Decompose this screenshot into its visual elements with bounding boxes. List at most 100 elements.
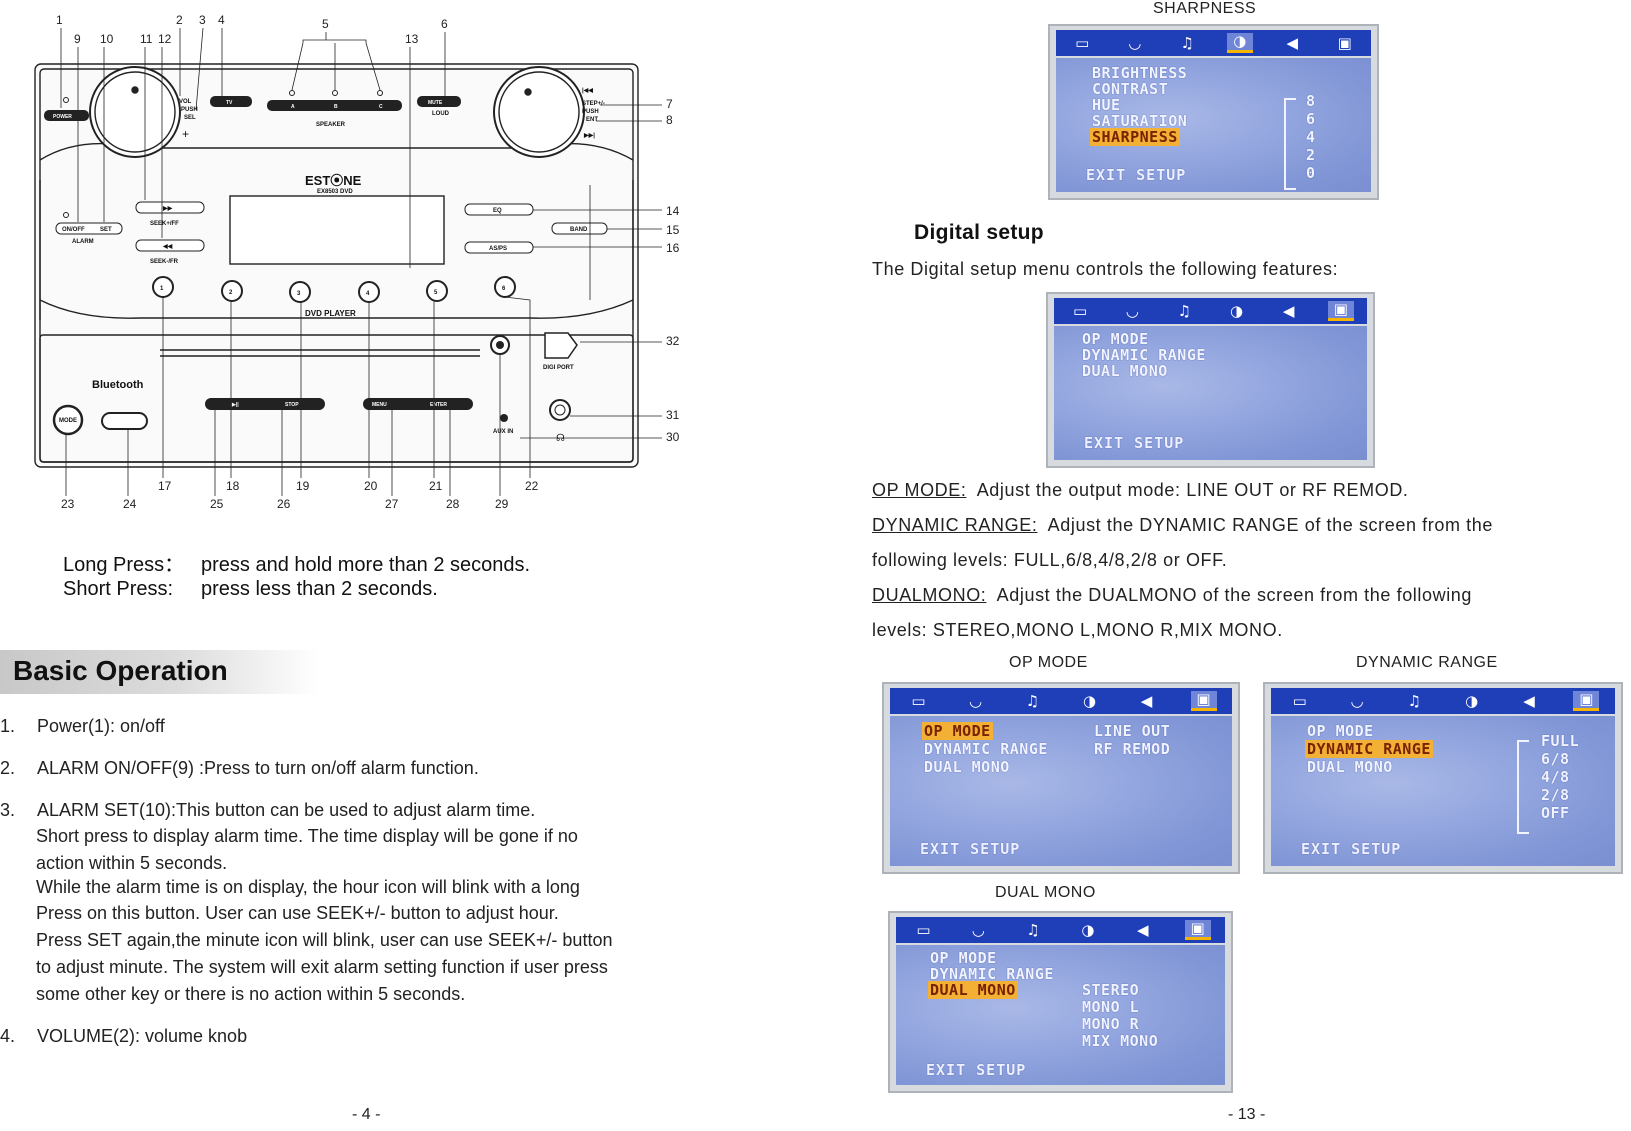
item-number: 3. <box>0 800 16 820</box>
osd-level-4: 4 <box>1306 128 1316 146</box>
item-text: Power(1): on/off <box>37 716 165 736</box>
osd-option-stereo: STEREO <box>1082 981 1140 999</box>
dynamic-range-desc: Adjust the DYNAMIC RANGE of the screen f… <box>1047 515 1493 535</box>
osd-item-hue: HUE <box>1092 96 1121 114</box>
sel-label: SEL <box>184 115 196 121</box>
callout-4: 4 <box>218 13 225 27</box>
play-pause-glyph: ▶|| <box>231 402 239 408</box>
osd-item-dynamic-range: DYNAMIC RANGE <box>924 740 1048 758</box>
digital-setup-heading: Digital setup <box>914 221 1044 244</box>
alarm-label: ALARM <box>72 239 94 245</box>
osd-tab-bar: ▭ ◡ ♫ ◑ ◀ ▣ <box>1054 298 1367 324</box>
alarm-onoff-label: ON/OFF <box>62 227 85 233</box>
contrast-icon: ◑ <box>1226 33 1253 53</box>
callout-14: 14 <box>666 204 680 218</box>
callout-19: 19 <box>296 479 310 493</box>
osd-body: OP MODE DYNAMIC RANGE DUAL MONO FULL 6/8… <box>1271 716 1615 866</box>
page-number-right: - 13 - <box>1228 1106 1266 1123</box>
speaker-icon: ◡ <box>971 920 985 939</box>
item-number: 1. <box>0 716 16 736</box>
monitor-icon: ▭ <box>1072 301 1088 320</box>
music-note-icon: ♫ <box>1180 33 1194 52</box>
item3-line-4: Press on this button. User can use SEEK+… <box>36 903 559 923</box>
callout-6: 6 <box>441 17 448 31</box>
osd-item-sharpness: SHARPNESS <box>1090 128 1180 146</box>
band-label: BAND <box>570 227 588 233</box>
enter-label: ENTER <box>430 402 447 408</box>
osd-tab-bar: ▭ ◡ ♫ ◑ ◀ ▣ <box>1056 30 1371 56</box>
speaker-icon: ◡ <box>1125 301 1139 320</box>
osd-item-op-mode: OP MODE <box>922 722 993 740</box>
alarm-set-label: SET <box>100 227 112 233</box>
osd-item-dual-mono: DUAL MONO <box>1082 362 1168 380</box>
item3-line-1: Short press to display alarm time. The t… <box>36 826 578 846</box>
callout-32: 32 <box>666 334 680 348</box>
headphone-icon: ☊ <box>556 433 565 444</box>
music-note-icon: ♫ <box>1026 920 1040 939</box>
dual-mono-description: DUALMONO: Adjust the DUALMONO of the scr… <box>872 585 1472 606</box>
preset-buttons: 1 2 3 4 5 6 DVD PLAYER <box>152 276 516 318</box>
callouts-right: 7 8 14 15 16 32 31 30 <box>666 97 680 444</box>
item3-line-5: Press SET again,the minute icon will bli… <box>36 930 613 950</box>
section-banner <box>0 650 320 694</box>
callout-8: 8 <box>666 113 673 127</box>
operation-item-3: 3.ALARM SET(10):This button can be used … <box>0 800 535 821</box>
item3-line-7: some other key or there is no action wit… <box>36 984 466 1004</box>
volume-icon: ◀ <box>1136 920 1149 939</box>
callout-29: 29 <box>495 497 509 511</box>
osd-option-line-out: LINE OUT <box>1094 722 1171 740</box>
osd-tab-bar: ▭ ◡ ♫ ◑ ◀ ▣ <box>890 688 1232 714</box>
callout-17: 17 <box>158 479 172 493</box>
callout-12: 12 <box>158 32 172 46</box>
osd-exit-setup: EXIT SETUP <box>926 1061 1027 1079</box>
bluetooth-label: Bluetooth <box>92 379 144 391</box>
svg-text:4: 4 <box>366 291 370 297</box>
osd-option-full: FULL <box>1541 732 1580 750</box>
callout-20: 20 <box>364 479 378 493</box>
music-note-icon: ♫ <box>1025 691 1040 710</box>
osd-body: OP MODE DYNAMIC RANGE DUAL MONO LINE OUT… <box>890 716 1232 866</box>
caption-dual-mono: DUAL MONO <box>995 884 1096 901</box>
ff-glyph: ▶▶ <box>162 205 173 212</box>
item-number: 2. <box>0 758 16 778</box>
osd-level-6: 6 <box>1306 110 1316 128</box>
mode-label: MODE <box>59 418 77 424</box>
item3-line-6: to adjust minute. The system will exit a… <box>36 957 608 977</box>
power-label: POWER <box>53 114 72 120</box>
item-number: 4. <box>0 1026 16 1046</box>
callout-31: 31 <box>666 408 680 422</box>
menu-label: MENU <box>372 402 387 408</box>
callout-2: 2 <box>176 13 183 27</box>
ent-label: ENT <box>586 117 598 123</box>
osd-sharpness: ▭ ◡ ♫ ◑ ◀ ▣ BRIGHTNESS CONTRAST HUE SATU… <box>1048 24 1379 200</box>
osd-option-mono-l: MONO L <box>1082 998 1140 1016</box>
model-label: EX8503 DVD <box>317 189 353 195</box>
svg-text:6: 6 <box>502 286 506 292</box>
osd-item-dynamic-range: DYNAMIC RANGE <box>1305 740 1433 758</box>
osd-item-op-mode: OP MODE <box>930 949 997 967</box>
callout-24: 24 <box>123 497 137 511</box>
speaker-c-label: C <box>379 104 383 110</box>
mute-label: MUTE <box>428 100 443 106</box>
digital-icon: ▣ <box>1327 301 1354 321</box>
osd-body: OP MODE DYNAMIC RANGE DUAL MONO STEREO M… <box>896 945 1225 1085</box>
osd-level-bracket <box>1517 740 1529 834</box>
osd-dynamic-range: ▭ ◡ ♫ ◑ ◀ ▣ OP MODE DYNAMIC RANGE DUAL M… <box>1263 682 1623 874</box>
asps-label: AS/PS <box>489 246 507 252</box>
callout-22: 22 <box>525 479 539 493</box>
item-text: ALARM ON/OFF(9) :Press to turn on/off al… <box>37 758 479 778</box>
monitor-icon: ▭ <box>911 691 926 710</box>
middle-buttons: ON/OFF SET ALARM ▶▶ SEEK+/FF ◀◀ SEEK-/FR… <box>55 201 608 265</box>
preset-6: 6 <box>494 276 516 298</box>
osd-option-off: OFF <box>1541 804 1570 822</box>
callout-21: 21 <box>429 479 443 493</box>
brand-logo: EST⦿NE <box>305 173 362 188</box>
osd-option-rf-remod: RF REMOD <box>1094 740 1171 758</box>
digital-icon: ▣ <box>1573 691 1600 711</box>
osd-dual-mono: ▭ ◡ ♫ ◑ ◀ ▣ OP MODE DYNAMIC RANGE DUAL M… <box>888 911 1233 1093</box>
monitor-icon: ▭ <box>1292 691 1307 710</box>
bottom-controls: Bluetooth MODE ▶|| STOP MENU ENTER DIGI … <box>52 332 578 444</box>
next-track-glyph: ▶▶| <box>583 132 595 139</box>
device-diagram: 1 9 10 11 12 2 3 4 5 13 6 7 8 14 15 16 3… <box>34 13 680 511</box>
osd-option-mono-r: MONO R <box>1082 1015 1140 1033</box>
